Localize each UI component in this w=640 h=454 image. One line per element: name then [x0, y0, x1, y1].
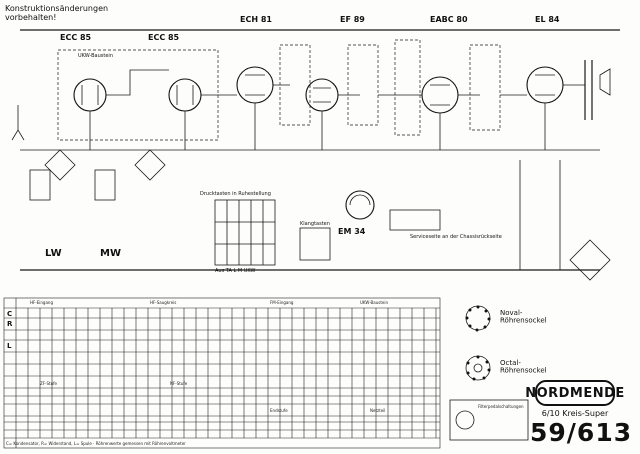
pushbutton-keys: Aus TA L M UKW [215, 268, 255, 274]
tube-ecc85-left [73, 78, 107, 112]
table-footer-note: C= Kondensator, R= Widerstand, L= Spule … [6, 441, 186, 446]
label-el84: EL 84 [535, 15, 560, 24]
change-notice: Konstruktionsänderungen vorbehalten! [5, 4, 108, 22]
filter-pedal-icon [455, 410, 475, 430]
model-number: 59/613 [530, 418, 633, 447]
lw-coil [29, 169, 51, 201]
if-filter-3 [394, 39, 421, 136]
tube-eabc80 [421, 76, 459, 114]
if-filter-4 [469, 44, 501, 131]
pushbutton-caption: Drucktasten in Ruhestellung [200, 191, 271, 197]
section-zf-stufe: ZF-Stufe [40, 381, 58, 386]
change-notice-line1: Konstruktionsänderungen [5, 4, 109, 13]
section-fm-eingang: FM-Eingang [270, 300, 294, 305]
tube-el84 [526, 66, 564, 104]
model-subtitle: 6/10 Kreis-Super [541, 409, 609, 418]
section-hf-eingang: HF-Eingang [30, 300, 53, 305]
service-caption: Serviceseite an der Chassisrückseite [410, 234, 502, 240]
row-letter-r: R [7, 320, 13, 328]
mw-coil [94, 169, 116, 201]
tube-em34 [345, 190, 375, 220]
row-letter-c: C [7, 310, 12, 318]
tonekey-caption: Klangtasten [300, 221, 330, 227]
antenna-icon [11, 105, 25, 141]
noval-label: Noval-Röhrensockel [500, 309, 547, 325]
section-nf-stufe: NF-Stufe [170, 381, 188, 386]
section-ukw-baustein: UKW-Baustein [360, 300, 388, 305]
filter-pedal-box [449, 399, 529, 441]
section-endstufe: Endstufe [270, 408, 288, 413]
octal-socket-icon [465, 355, 491, 381]
label-ecc85-left: ECC 85 [60, 33, 92, 42]
ukw-module-label: UKW-Baustein [78, 53, 113, 59]
label-em34: EM 34 [338, 227, 366, 236]
table-columns [27, 308, 437, 438]
row-letter-l: L [7, 342, 12, 350]
octal-label: Octal-Röhrensockel [500, 359, 547, 375]
section-netzteil: Netzteil [370, 408, 385, 413]
tonekey-block [299, 227, 331, 261]
label-eabc80: EABC 80 [430, 15, 468, 24]
label-lw: LW [45, 248, 62, 259]
noval-socket-icon [465, 305, 491, 332]
section-hf-saugkreis: HF-Saugkreis [150, 300, 176, 305]
tube-ech81 [236, 66, 274, 104]
component-table [3, 297, 441, 449]
tube-ecc85-right [168, 78, 202, 112]
if-filter-2 [347, 44, 379, 126]
change-notice-line2: vorbehalten! [5, 13, 57, 22]
label-ef89: EF 89 [340, 15, 365, 24]
filter-pedal-label: Filterpedalschaltungen [478, 404, 524, 409]
label-ecc85-right: ECC 85 [148, 33, 180, 42]
label-ech81: ECH 81 [240, 15, 272, 24]
service-socket [389, 209, 441, 231]
pushbutton-matrix [214, 199, 276, 266]
speaker-icon [599, 68, 611, 96]
label-mw: MW [100, 248, 121, 259]
rectifier-bridge-mid [134, 149, 166, 181]
tube-ef89 [305, 78, 339, 112]
brand-logo: NORDMENDE [525, 380, 624, 406]
rectifier-bridge-right [569, 239, 611, 281]
rectifier-bridge-left [44, 149, 76, 181]
